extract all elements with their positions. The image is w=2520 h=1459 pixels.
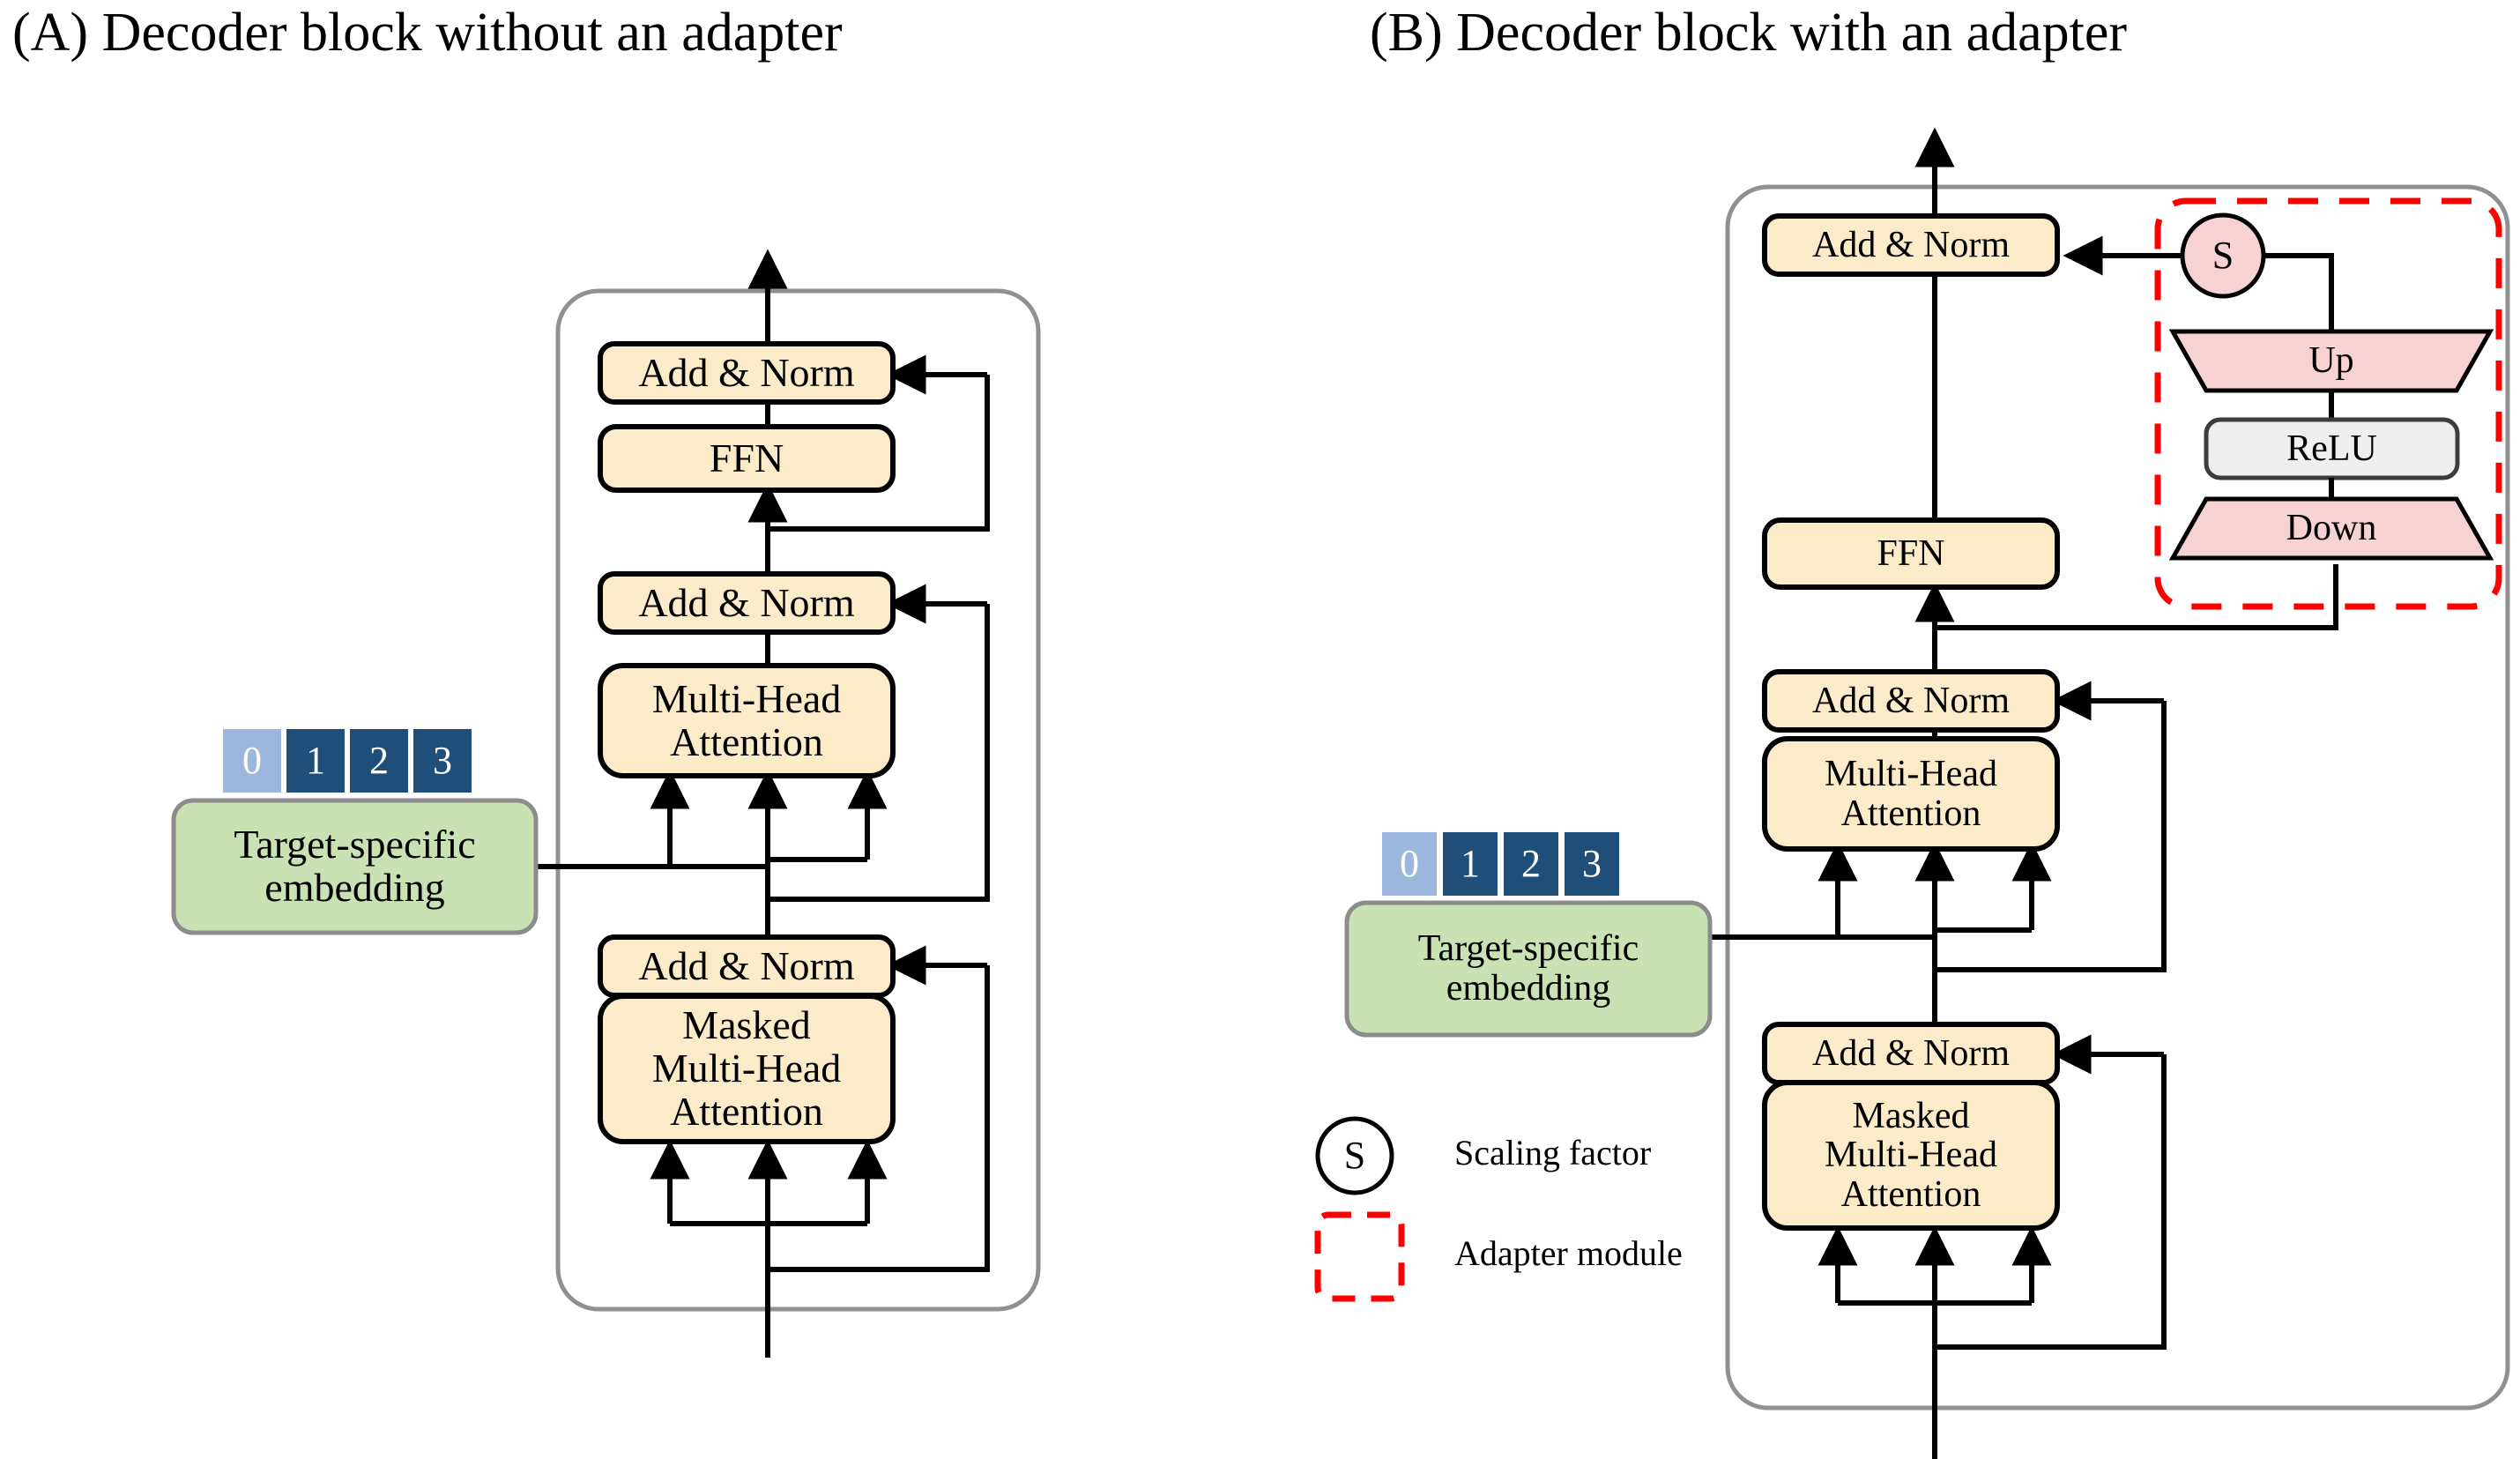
panel-b-embedding-box[interactable] [1344,900,1713,1038]
panel-a-ffn-box[interactable] [598,424,896,493]
panel-a-group [171,249,1041,1358]
panel-b-token-label-1: 1 [1461,842,1480,885]
panel-a-token-label-1: 1 [306,739,325,782]
panel-a-token-label-2: 2 [369,739,389,782]
panel-b-token-chip-3[interactable] [1565,832,1619,896]
panel-b-adapter-return [1935,564,2338,630]
panel-a-add-norm-2-box[interactable] [598,571,896,635]
panel-a-token-chip-3[interactable] [413,729,472,793]
panel-b-mha-box[interactable] [1762,736,2060,852]
legend-scaling-factor-label: Scaling factor [1454,1133,1652,1172]
panel-b-residual-1 [1935,1054,2167,1350]
panel-a-residual-3 [768,375,990,532]
panel-a-token-chip-1[interactable] [286,729,345,793]
panel-a-token-chip-2[interactable] [350,729,408,793]
panel-a-token-chip-0[interactable] [223,729,281,793]
panel-a-token-label-0: 0 [242,739,262,782]
panel-b-masked-mha-box[interactable] [1762,1080,2060,1231]
panel-b-token-chip-0[interactable] [1382,832,1437,896]
panel-b-add-norm-3-box[interactable] [1762,213,2060,277]
adapter-up-shape[interactable] [2168,329,2494,393]
panel-a-residual-1 [768,965,990,1272]
legend-adapter-module-icon [1314,1211,1405,1302]
panel-b-title: (B) Decoder block with an adapter [1370,3,2128,63]
panel-b-group [1314,127,2510,1459]
panel-b-token-label-2: 2 [1521,842,1541,885]
panel-a-mha-box[interactable] [598,663,896,778]
panel-a-token-label-3: 3 [433,739,452,782]
legend-adapter-module-label: Adapter module [1454,1233,1683,1273]
panel-b-scaling-down-line [2243,253,2334,331]
panel-a-embedding-box[interactable] [171,798,539,935]
adapter-relu-box[interactable] [2204,417,2460,480]
panel-b-token-label-0: 0 [1400,842,1419,885]
panel-a-masked-mha-box[interactable] [598,994,896,1144]
panel-b-token-label-3: 3 [1582,842,1602,885]
panel-a-add-norm-3-box[interactable] [598,341,896,405]
scaling-factor-symbol: S [2212,234,2234,277]
scaling-factor-circle[interactable] [2180,212,2266,299]
panel-a-title: (A) Decoder block without an adapter [12,3,843,63]
panel-b-add-norm-1-box[interactable] [1762,1022,2060,1085]
legend-scaling-factor-icon [1315,1116,1394,1195]
panel-b-residual-2 [1935,701,2167,972]
adapter-down-shape[interactable] [2168,496,2494,561]
panel-b-ffn-box[interactable] [1762,517,2060,590]
panel-a-container [555,288,1041,1312]
panel-a-add-norm-1-box[interactable] [598,934,896,998]
panel-b-token-chip-1[interactable] [1443,832,1498,896]
panel-b-token-chip-2[interactable] [1504,832,1558,896]
legend-scaling-symbol: S [1343,1134,1366,1177]
panel-b-container [1725,184,2510,1411]
panel-b-add-norm-2-box[interactable] [1762,669,2060,733]
panel-a-residual-2 [768,604,990,902]
